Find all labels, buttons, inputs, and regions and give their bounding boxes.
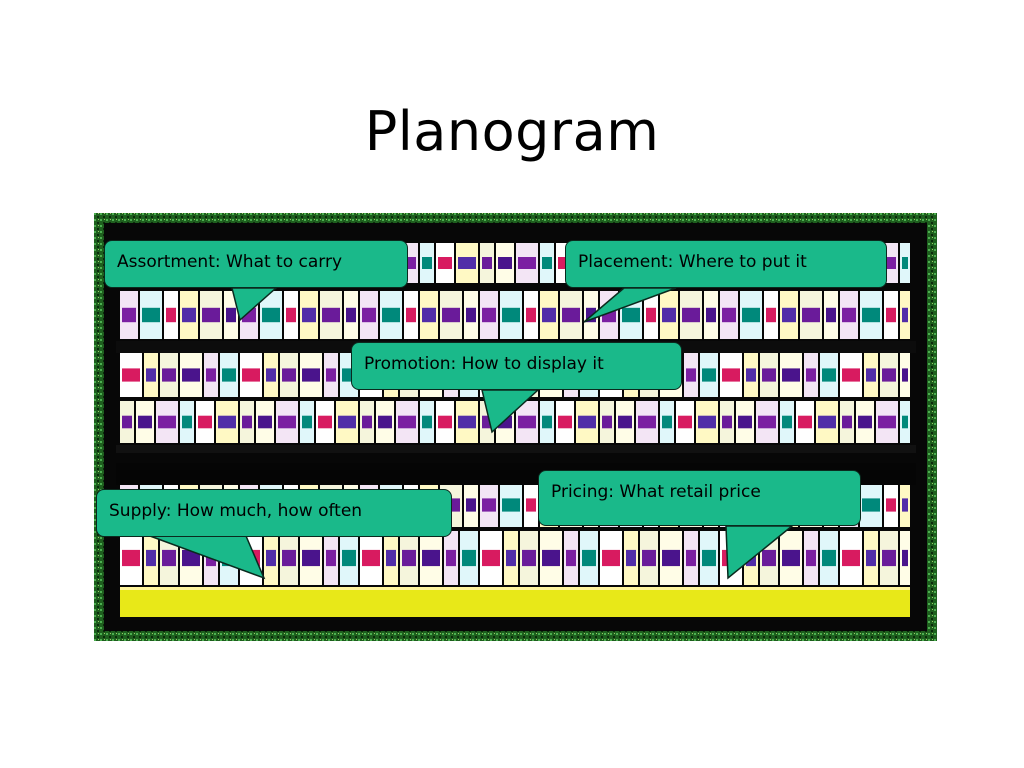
slide-title: Planogram — [364, 100, 660, 163]
assortment-callout: Assortment: What to carry — [104, 240, 408, 288]
promotion-callout: Promotion: How to display it — [351, 342, 682, 390]
pricing-callout: Pricing: What retail price — [538, 470, 861, 526]
placement-callout: Placement: Where to put it — [565, 240, 887, 288]
supply-callout: Supply: How much, how often — [96, 489, 452, 537]
